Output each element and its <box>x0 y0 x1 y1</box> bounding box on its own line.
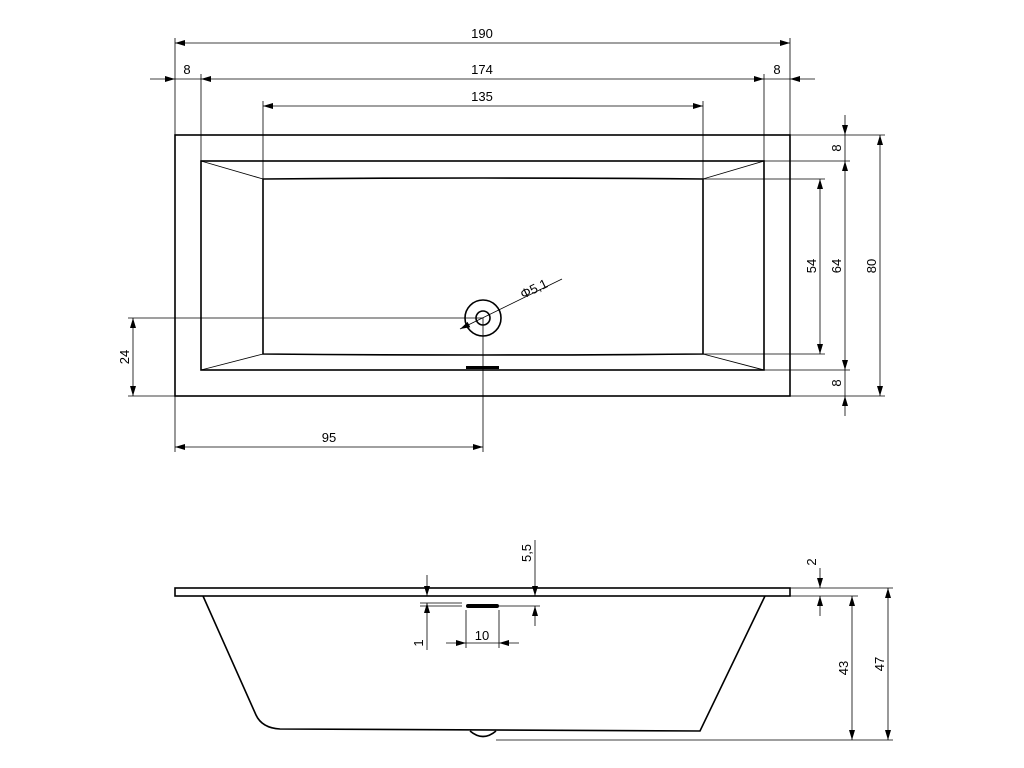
dim-rim-thickness: 2 <box>804 558 819 565</box>
overflow-slot <box>466 366 499 369</box>
dim-rim-left: 8 <box>183 62 190 77</box>
overflow-slot-side <box>466 604 499 608</box>
dim-overflow-height: 1 <box>411 639 426 646</box>
dim-overall-width: 80 <box>864 259 879 273</box>
dimension-lines-top <box>128 38 885 452</box>
dim-rim-right: 8 <box>773 62 780 77</box>
dim-bottom-length: 135 <box>471 89 493 104</box>
dim-overflow-width: 10 <box>475 628 489 643</box>
dim-rim-bottom: 8 <box>829 379 844 386</box>
dim-inner-width: 64 <box>829 259 844 273</box>
tub-body-profile <box>202 595 766 732</box>
dim-overall-depth: 47 <box>872 657 887 671</box>
dimension-lines-side <box>420 540 893 741</box>
dim-bottom-width: 54 <box>804 259 819 273</box>
tub-outer-outline <box>174 134 791 397</box>
tub-rim-profile <box>174 587 791 597</box>
dim-overflow-depth: 5,5 <box>519 544 534 562</box>
basin-corner-lines <box>200 160 765 371</box>
dim-drain-diameter: Φ5,1 <box>518 276 550 302</box>
top-view: 190 174 8 8 135 8 8 54 64 80 24 95 Φ5,1 <box>117 26 885 452</box>
dim-rim-top: 8 <box>829 144 844 151</box>
side-view: 5,5 2 1 10 43 47 <box>174 540 893 741</box>
dim-drain-offset-x: 95 <box>322 430 336 445</box>
dim-drain-offset-y: 24 <box>117 350 132 364</box>
tub-rim-inner-outline <box>200 160 765 371</box>
drain-outlet <box>469 730 497 738</box>
dim-overall-length: 190 <box>471 26 493 41</box>
dim-inner-depth: 43 <box>836 661 851 675</box>
dim-inner-length: 174 <box>471 62 493 77</box>
